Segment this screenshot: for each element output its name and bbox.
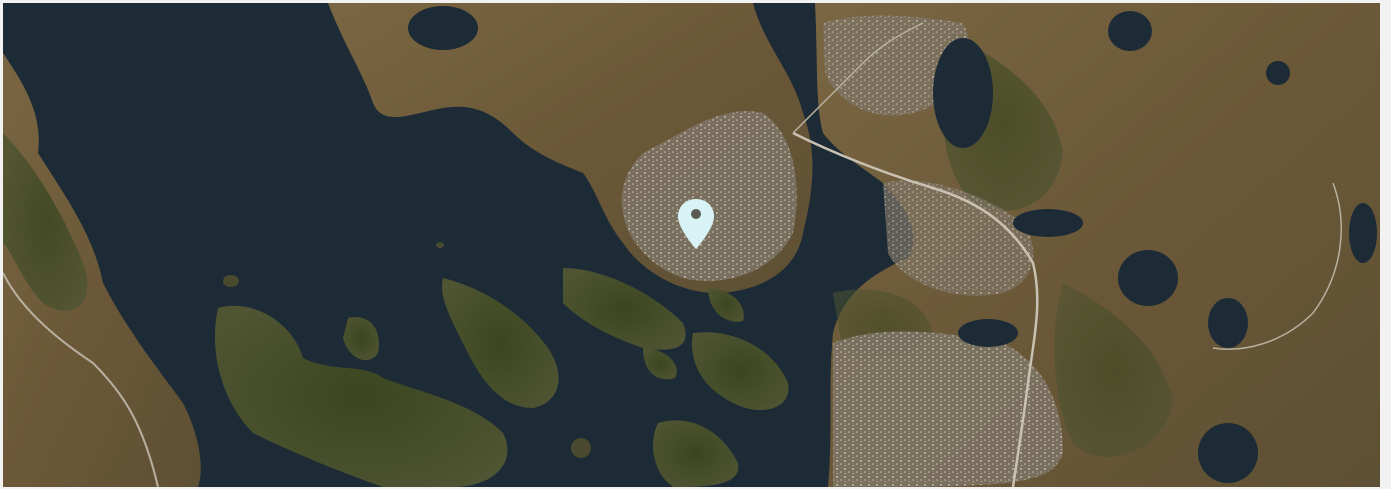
urban-east-mid	[883, 180, 1034, 296]
island-south-1	[692, 332, 789, 411]
island-southwest	[214, 305, 508, 487]
islet-1	[571, 438, 591, 458]
land-west	[3, 53, 201, 487]
lake-east-9	[1266, 61, 1290, 85]
lake-east-7	[1198, 423, 1258, 483]
islet-3	[436, 242, 444, 248]
lake-east-5	[1208, 298, 1248, 348]
lake-east-2	[933, 38, 993, 148]
road-east-2	[1212, 182, 1342, 350]
island-small-1	[343, 317, 379, 361]
island-small-3	[708, 288, 744, 322]
lake-north	[408, 6, 478, 50]
page-scrollbar[interactable]	[1380, 0, 1391, 489]
road-east	[792, 131, 1039, 487]
road-north	[792, 22, 924, 134]
location-marker[interactable]	[676, 197, 716, 251]
satellite-imagery	[3, 3, 1380, 487]
island-small-2	[643, 348, 677, 380]
island-central	[442, 278, 559, 408]
urban-east-north	[823, 15, 970, 116]
lake-east-6	[958, 319, 1018, 347]
lake-east-8	[1349, 203, 1377, 263]
urban-peninsula	[621, 111, 797, 281]
island-central-2	[563, 268, 686, 350]
road-west	[3, 272, 159, 487]
lake-east-4	[1118, 250, 1178, 306]
forest-east-2	[1054, 283, 1173, 458]
satellite-map[interactable]	[3, 3, 1380, 487]
islet-2	[223, 275, 239, 287]
lake-east-1	[1108, 11, 1152, 51]
urban-east	[833, 331, 1063, 487]
island-south-2	[653, 420, 739, 487]
map-pin-icon	[678, 199, 714, 249]
forest-west	[3, 133, 88, 311]
lake-east-3	[1013, 209, 1083, 237]
